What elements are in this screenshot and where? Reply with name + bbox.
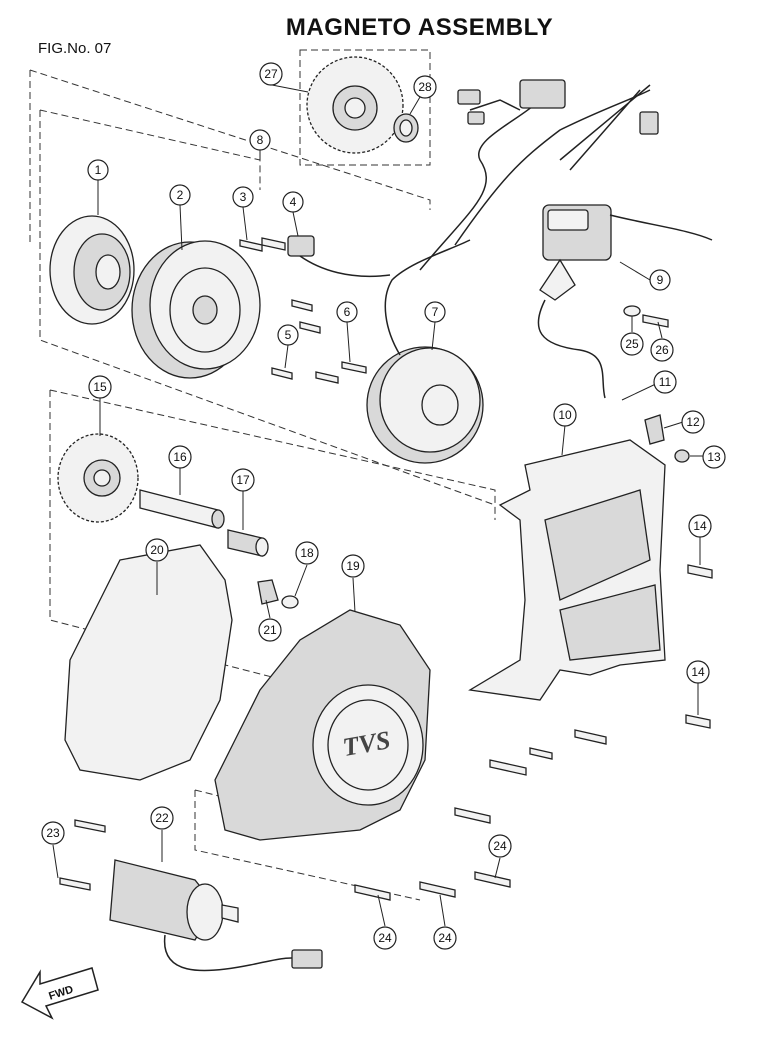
page-title: MAGNETO ASSEMBLY: [285, 14, 554, 41]
svg-text:24: 24: [378, 931, 392, 945]
part-7-stator: [366, 239, 484, 464]
svg-text:11: 11: [659, 375, 672, 389]
callout-2: 2: [169, 184, 191, 206]
svg-text:28: 28: [418, 80, 432, 94]
bolts-14: [685, 564, 713, 729]
callout-22: 22: [150, 806, 174, 830]
callout-18: 18: [295, 541, 319, 565]
svg-text:25: 25: [625, 337, 639, 351]
callout-6: 6: [336, 301, 358, 323]
svg-text:9: 9: [657, 273, 664, 287]
callout-24-a: 24: [488, 834, 512, 858]
part-27-starter-gear: [306, 56, 404, 154]
svg-text:1: 1: [95, 163, 102, 177]
svg-text:15: 15: [93, 380, 107, 394]
part-1-rotor-cup: [49, 215, 135, 325]
part-9-ignition-coil: [537, 204, 713, 399]
svg-text:2: 2: [177, 188, 184, 202]
callout-14-upper: 14: [688, 514, 712, 538]
svg-text:18: 18: [300, 546, 314, 560]
bolts-3-5: [239, 237, 367, 384]
figure-number: FIG.No. 07: [38, 40, 112, 57]
callout-5: 5: [277, 324, 299, 346]
callout-14-lower: 14: [686, 660, 710, 684]
svg-text:23: 23: [46, 826, 60, 840]
svg-text:14: 14: [693, 519, 707, 533]
part-20-gasket: [64, 544, 233, 781]
svg-text:4: 4: [290, 195, 297, 209]
part-15-reduction-gear: [57, 433, 139, 523]
callout-12: 12: [681, 410, 705, 434]
svg-text:21: 21: [263, 623, 277, 637]
part-21-plug: [257, 579, 279, 605]
callout-13: 13: [702, 445, 726, 469]
fwd-arrow-icon: FWD: [20, 967, 99, 1020]
callout-15: 15: [88, 375, 112, 399]
svg-text:17: 17: [236, 473, 250, 487]
callout-8: 8: [249, 129, 271, 151]
callout-3: 3: [232, 186, 254, 208]
svg-text:19: 19: [346, 559, 360, 573]
callout-21: 21: [258, 618, 282, 642]
svg-text:12: 12: [686, 415, 700, 429]
part-22-starter-motor: [109, 859, 323, 972]
part-2-flywheel-rotor: [131, 240, 261, 379]
callout-26: 26: [650, 338, 674, 362]
callout-16: 16: [168, 445, 192, 469]
callout-9: 9: [649, 269, 671, 291]
callout-19: 19: [341, 554, 365, 578]
part-10-side-cover: [468, 439, 666, 701]
svg-text:6: 6: [344, 305, 351, 319]
callout-27: 27: [259, 62, 283, 86]
part-28-needle-bearing: [393, 113, 419, 143]
svg-text:24: 24: [493, 839, 507, 853]
callout-4: 4: [282, 191, 304, 213]
callout-17: 17: [231, 468, 255, 492]
leader-lines: [52, 84, 703, 927]
bolts-cover: [59, 729, 607, 901]
callout-7: 7: [424, 301, 446, 323]
svg-text:13: 13: [707, 450, 721, 464]
part-4-pickup-coil: [287, 235, 391, 278]
svg-text:26: 26: [655, 343, 669, 357]
svg-text:27: 27: [264, 67, 278, 81]
svg-text:7: 7: [432, 305, 439, 319]
callout-23: 23: [41, 821, 65, 845]
callout-10: 10: [553, 403, 577, 427]
svg-text:3: 3: [240, 190, 247, 204]
svg-text:24: 24: [438, 931, 452, 945]
svg-text:16: 16: [173, 450, 187, 464]
part-25-26-washer-bolt: [623, 305, 669, 328]
callout-28: 28: [413, 75, 437, 99]
svg-text:14: 14: [691, 665, 705, 679]
svg-text:22: 22: [155, 811, 169, 825]
callout-25: 25: [620, 332, 644, 356]
svg-text:5: 5: [285, 328, 292, 342]
part-17-bush: [227, 529, 269, 557]
callout-20: 20: [145, 538, 169, 562]
callout-1: 1: [87, 159, 109, 181]
part-19-magneto-cover: TVS: [214, 609, 431, 841]
part-12-13-fitting: [644, 414, 690, 463]
svg-text:20: 20: [150, 543, 164, 557]
callout-11: 11: [653, 370, 677, 394]
part-18-oring: [281, 595, 299, 609]
callout-24-b: 24: [373, 926, 397, 950]
svg-text:8: 8: [257, 133, 264, 147]
callout-24-c: 24: [433, 926, 457, 950]
part-16-shaft: [139, 489, 225, 529]
wiring-harness: [419, 79, 659, 271]
svg-text:10: 10: [558, 408, 572, 422]
